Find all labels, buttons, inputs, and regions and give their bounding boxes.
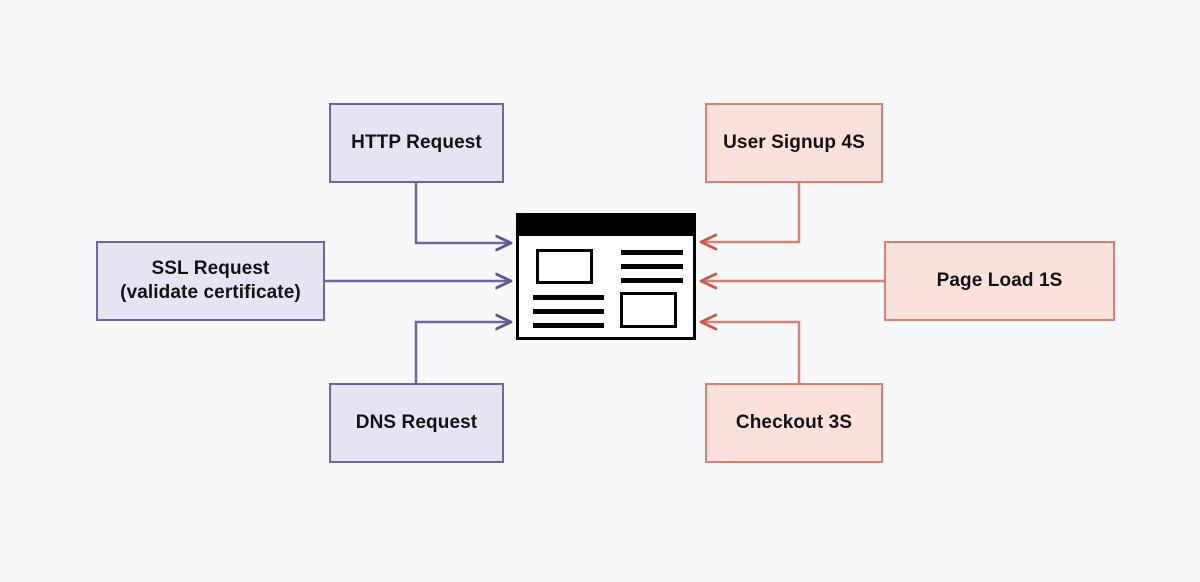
webpage-text-line-icon — [533, 323, 604, 328]
node-ssl-request[interactable]: SSL Request (validate certificate) — [96, 241, 325, 321]
webpage-wireframe-icon[interactable] — [516, 213, 696, 340]
node-page-load-label: Page Load 1S — [936, 270, 1063, 292]
connector-http-request — [414, 183, 511, 243]
node-http-request-label: HTTP Request — [351, 132, 482, 154]
node-http-request[interactable]: HTTP Request — [329, 103, 504, 183]
webpage-header-bar-icon — [519, 216, 693, 236]
node-page-load[interactable]: Page Load 1S — [884, 241, 1115, 321]
webpage-text-line-icon — [621, 250, 683, 255]
webpage-text-line-icon — [533, 295, 604, 300]
webpage-text-line-icon — [533, 309, 604, 314]
webpage-image-block-bottom-right-icon — [620, 292, 677, 328]
node-user-signup[interactable]: User Signup 4S — [705, 103, 883, 183]
webpage-image-block-top-left-icon — [536, 249, 593, 284]
connector-dns-request — [414, 322, 511, 383]
node-dns-request-label: DNS Request — [355, 412, 478, 434]
node-user-signup-label: User Signup 4S — [723, 132, 865, 154]
connector-checkout — [701, 322, 801, 383]
node-dns-request[interactable]: DNS Request — [329, 383, 504, 463]
node-checkout-label: Checkout 3S — [735, 412, 853, 434]
webpage-text-line-icon — [621, 264, 683, 269]
connector-user-signup — [701, 183, 801, 242]
webpage-text-line-icon — [621, 278, 683, 283]
node-ssl-request-label: SSL Request (validate certificate) — [120, 258, 301, 303]
node-checkout[interactable]: Checkout 3S — [705, 383, 883, 463]
